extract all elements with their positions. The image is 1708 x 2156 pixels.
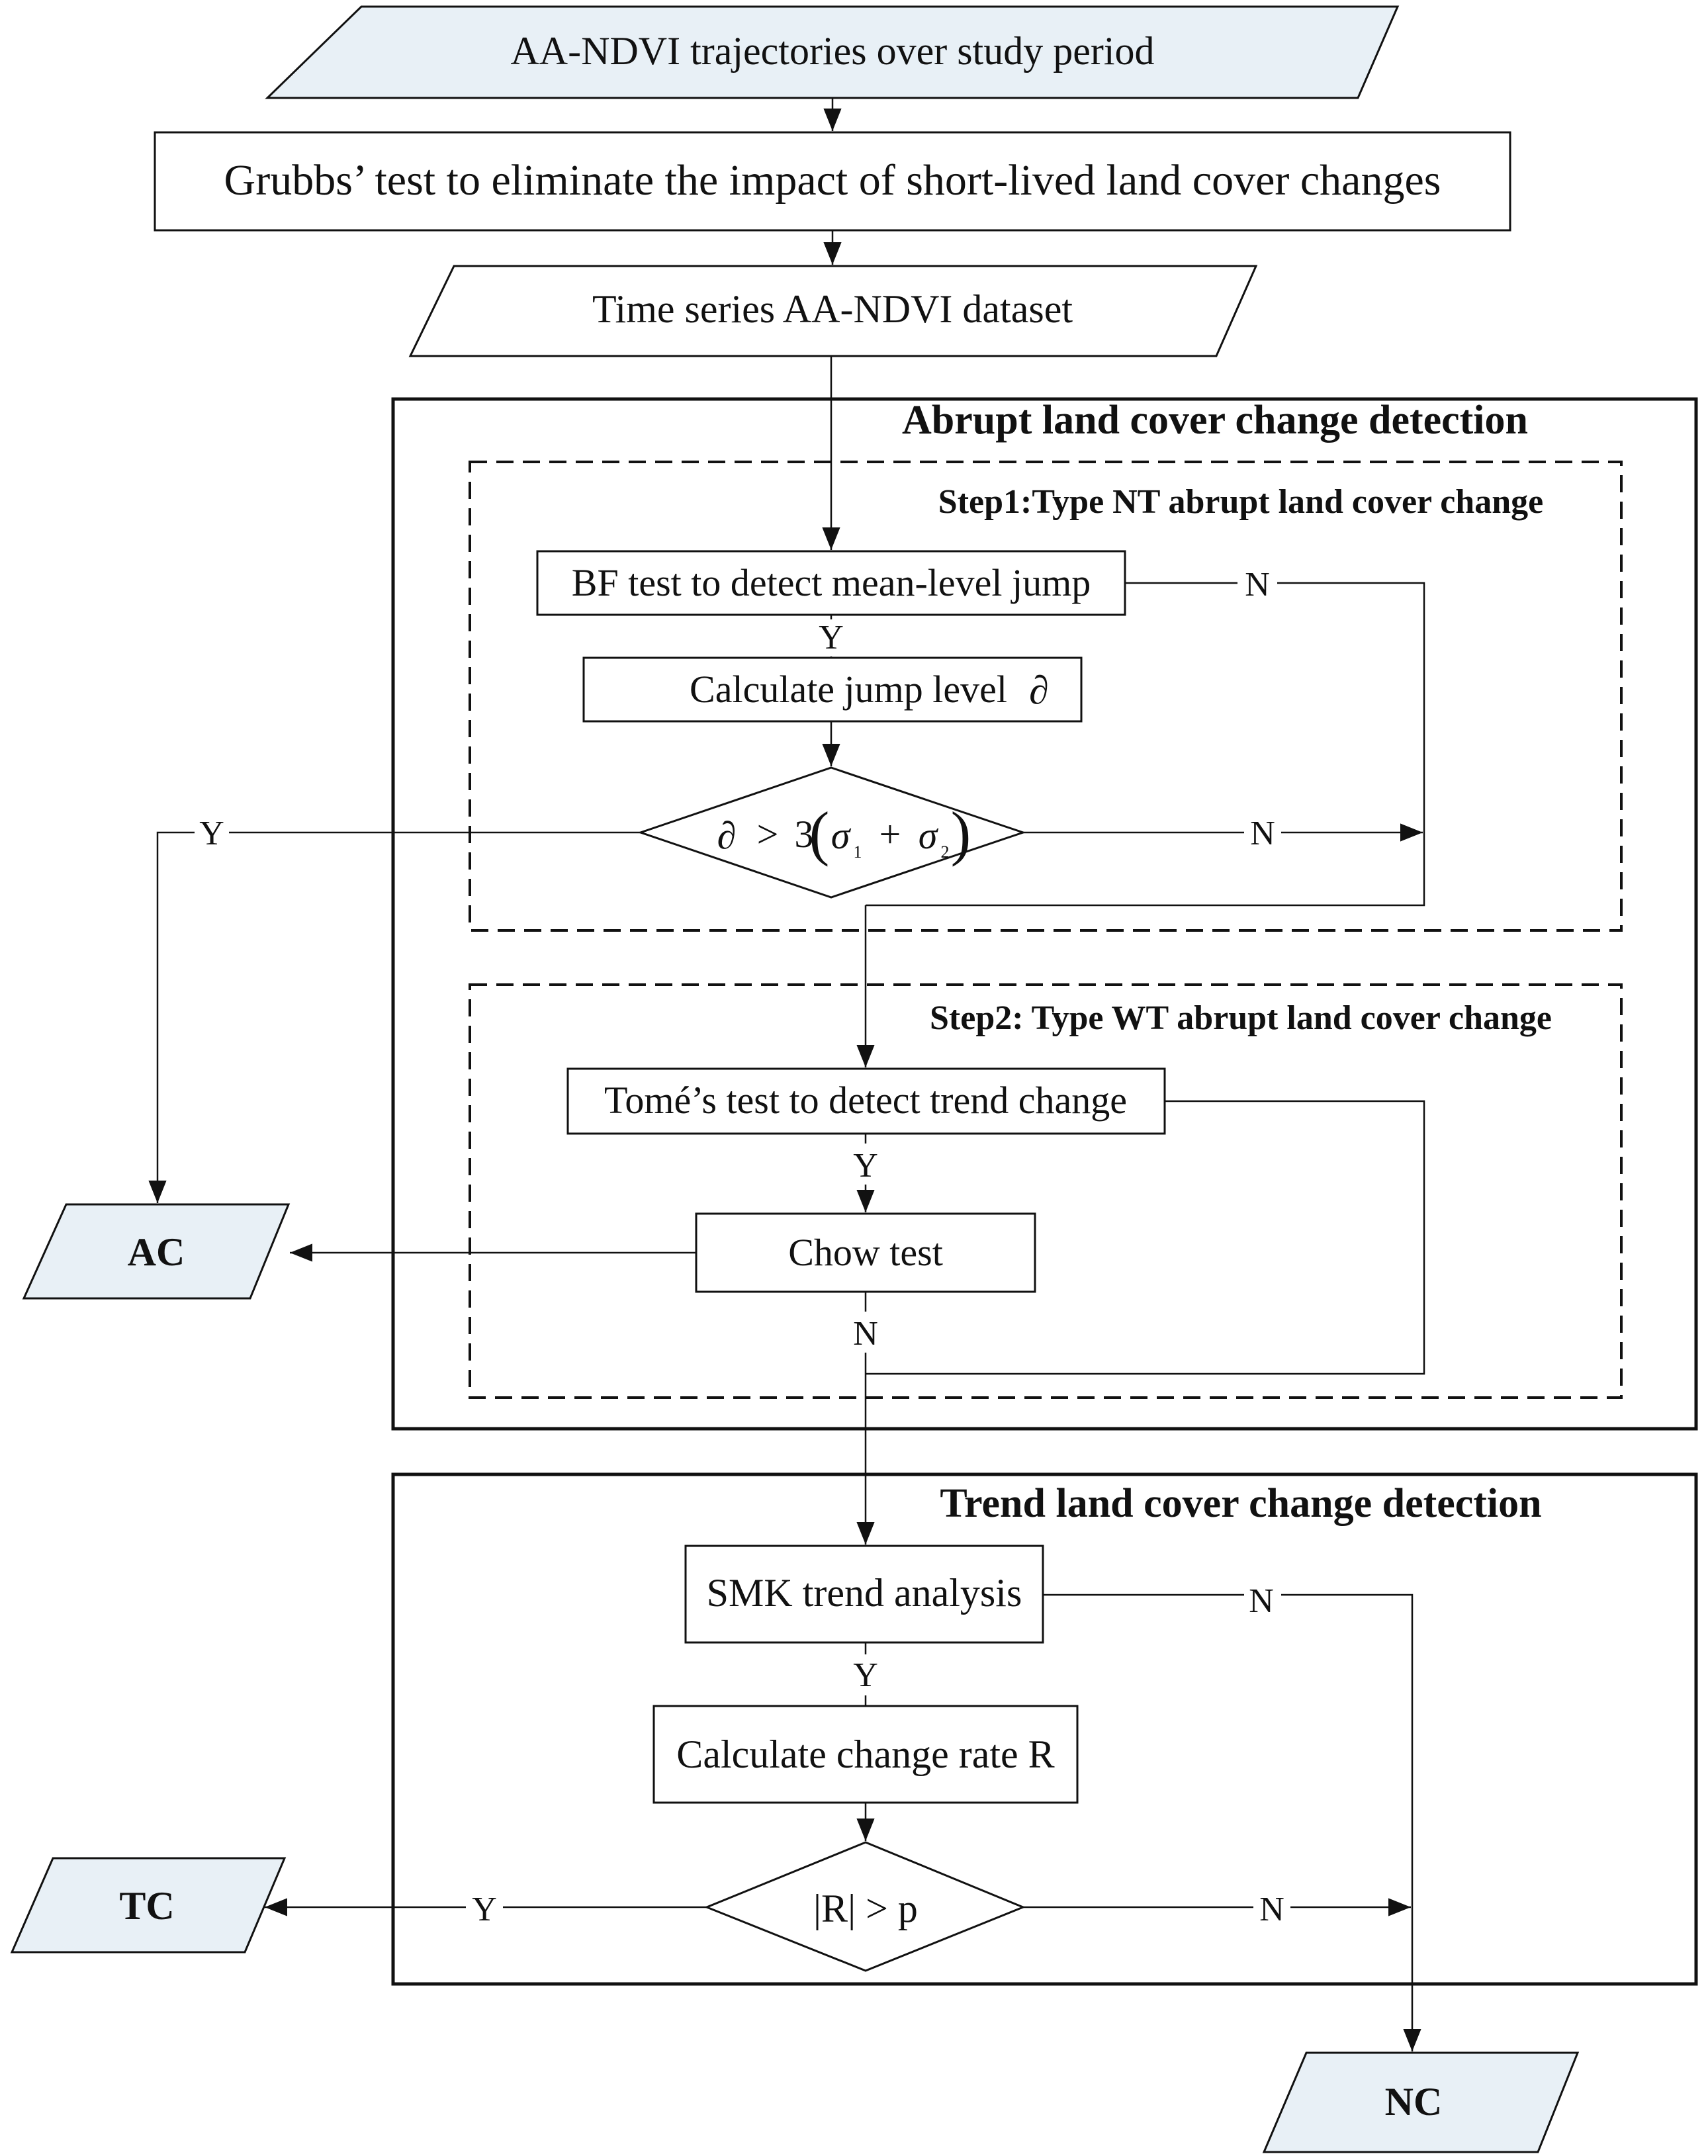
label-rate-yes: Y: [472, 1891, 497, 1928]
output-nc-node: [1262, 2051, 1580, 2153]
smk-trend-node: [684, 1545, 1044, 1644]
label-jump-no: N: [1250, 815, 1275, 852]
step2-group-frame: [469, 983, 1623, 1399]
trend-group-title: Trend land cover change detection: [940, 1481, 1541, 1526]
step1-group-title: Step1:Type NT abrupt land cover change: [938, 483, 1543, 521]
change-rate-label: Calculate change rate R: [676, 1732, 1054, 1776]
smk-trend-label: SMK trend analysis: [707, 1571, 1022, 1615]
jump-condition-label: ∂ > 3 ( σ 1 + σ 2 ): [717, 799, 971, 867]
jump-level-node: [582, 656, 1083, 723]
label-tome-yes: Y: [853, 1147, 878, 1185]
tome-test-label: Tomé’s test to detect trend change: [604, 1079, 1127, 1122]
cond-greater-than: >: [757, 813, 779, 856]
partial-symbol: ∂: [1029, 668, 1049, 712]
edge-labels: N Y Y N Y N N Y Y N: [195, 561, 1290, 1928]
output-nc-label: NC: [1385, 2080, 1443, 2124]
output-tc-node: [10, 1857, 287, 1954]
cond-plus: +: [879, 813, 901, 856]
cond-close-paren: ): [951, 799, 971, 867]
output-ac-label: AC: [128, 1230, 185, 1274]
cond-partial-symbol: ∂: [717, 814, 737, 857]
arrow-smk-no-to-nc: [1043, 1594, 1421, 2051]
jump-condition-node: [637, 766, 1026, 899]
label-smk-no: N: [1249, 1582, 1274, 1620]
label-bf-no: N: [1245, 566, 1270, 604]
abrupt-group-frame: [391, 397, 1698, 1431]
input-trajectories-node: [265, 5, 1400, 99]
output-tc-label: TC: [119, 1884, 174, 1928]
output-ac-node: [22, 1203, 291, 1300]
step1-group-frame: [469, 461, 1623, 932]
bf-test-label: BF test to detect mean-level jump: [572, 561, 1091, 604]
abrupt-group-title: Abrupt land cover change detection: [902, 398, 1528, 443]
label-bf-yes: Y: [819, 619, 844, 656]
chow-test-label: Chow test: [788, 1231, 943, 1274]
cond-three: 3: [795, 813, 814, 856]
cond-subscript-2: 2: [941, 842, 950, 862]
line-tome-no: [866, 1100, 1425, 1375]
cond-open-paren: (: [809, 799, 830, 867]
jump-level-label: Calculate jump level: [690, 668, 1007, 711]
chow-test-node: [695, 1212, 1036, 1293]
dataset-node: [408, 265, 1258, 357]
cond-subscript-1: 1: [854, 842, 862, 862]
cond-sigma-2: σ: [919, 814, 939, 857]
tome-test-node: [566, 1067, 1166, 1135]
rate-condition-node: [703, 1841, 1026, 1972]
grubbs-test-label: Grubbs’ test to eliminate the impact of …: [224, 156, 1441, 204]
label-smk-yes: Y: [853, 1656, 878, 1694]
rate-condition-label: |R| > p: [813, 1887, 918, 1930]
dataset-label: Time series AA-NDVI dataset: [592, 287, 1073, 331]
arrow-jump-yes-to-ac: [148, 831, 641, 1203]
label-jump-yes: Y: [199, 815, 224, 852]
input-trajectories-label: AA-NDVI trajectories over study period: [510, 29, 1154, 73]
label-chow-no: N: [853, 1315, 878, 1353]
step2-group-title: Step2: Type WT abrupt land cover change: [930, 999, 1552, 1037]
label-rate-no: N: [1259, 1891, 1284, 1928]
cond-sigma-1: σ: [831, 814, 852, 857]
trend-group-frame: [391, 1472, 1698, 1986]
